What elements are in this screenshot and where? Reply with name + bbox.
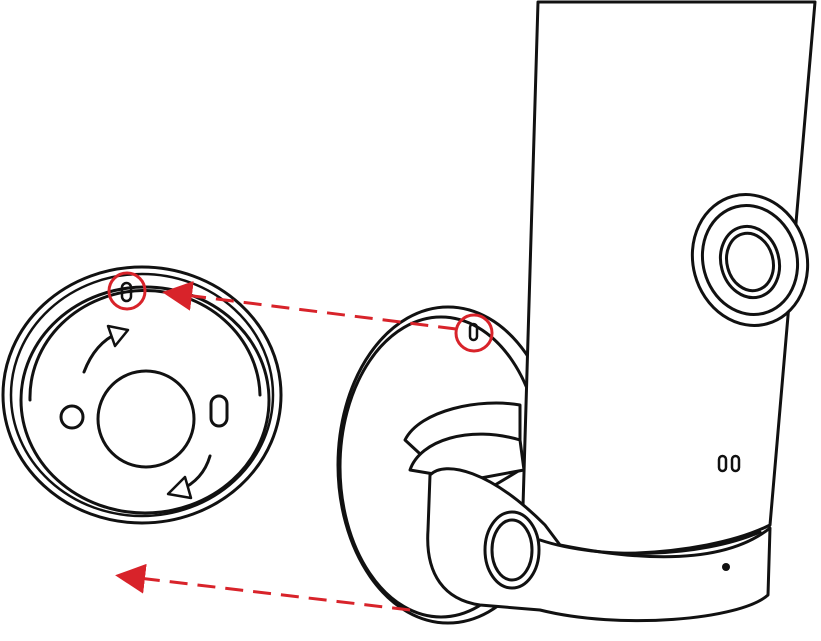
alignment-marker-icon [107, 271, 494, 353]
plate-alignment-slot [120, 281, 133, 303]
center-hole [96, 369, 196, 469]
indicator-dot [722, 563, 730, 571]
mic-slot [717, 454, 728, 473]
dashed-arrow-icon [162, 280, 457, 331]
camera-lens-icon [690, 193, 810, 327]
base-alignment-slot [468, 322, 479, 342]
camera-body-icon [336, 0, 817, 625]
mount-plate-icon [1, 265, 283, 525]
screw-hole-left [59, 404, 85, 430]
screw-slot-right [209, 394, 229, 428]
dashed-arrow-icon [115, 563, 411, 612]
mic-slot [730, 454, 741, 473]
rotate-arrow-icon [82, 324, 130, 374]
rotate-arrow-icon [166, 454, 212, 500]
